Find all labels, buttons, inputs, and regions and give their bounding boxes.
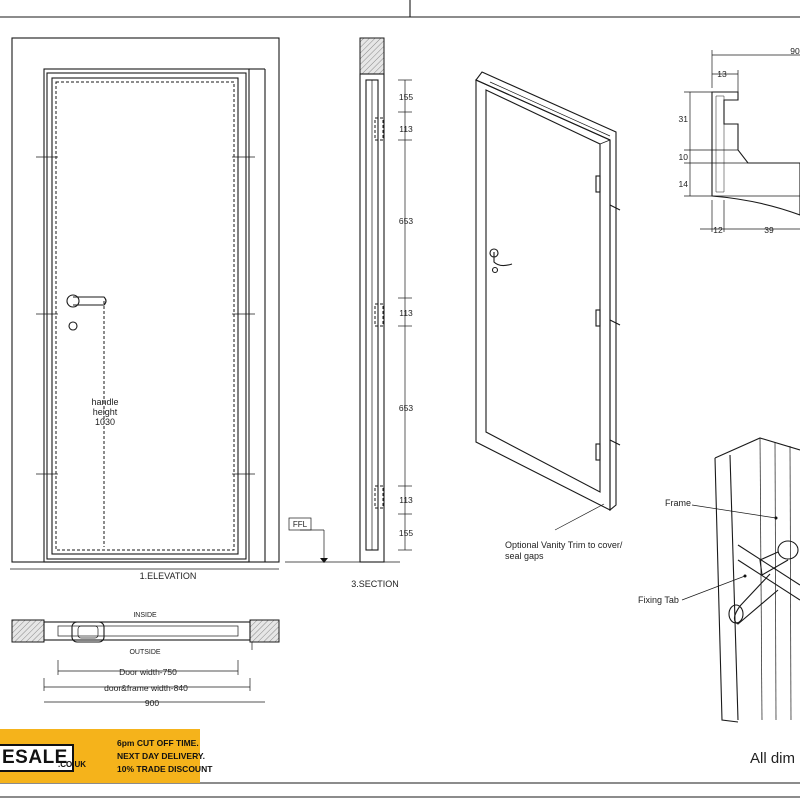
section-dim-2: 113 xyxy=(399,124,413,134)
fixing-tab-label: Fixing Tab xyxy=(638,595,679,605)
profile-dim-14: 14 xyxy=(679,179,689,189)
dimensions-note: All dim xyxy=(750,750,795,767)
ffl-label: FFL xyxy=(293,520,308,529)
profile-dim-12: 12 xyxy=(713,225,723,235)
promo-line-3: 10% TRADE DISCOUNT xyxy=(117,764,213,774)
section-view: 155 113 653 113 653 113 155 FFL 3.SECTIO… xyxy=(285,37,413,589)
frame-width-label: door&frame width-840 xyxy=(104,683,188,693)
elevation-view: handle height 1030 1.ELEVATION xyxy=(10,37,280,581)
profile-dim-10: 10 xyxy=(679,152,689,162)
profile-dim-90: 90 xyxy=(790,46,800,56)
brand-domain: .CO.UK xyxy=(58,760,86,769)
profile-dim-39: 39 xyxy=(764,225,774,235)
overall-width-label: 900 xyxy=(145,698,159,708)
section-dim-6: 113 xyxy=(399,495,413,505)
section-dim-3: 653 xyxy=(399,216,413,226)
profile-dim-13: 13 xyxy=(717,69,727,79)
section-dim-1: 155 xyxy=(399,92,413,102)
handle-height-label-3: 1030 xyxy=(95,417,115,427)
frame-label: Frame xyxy=(665,498,691,508)
frame-profile: 90 13 31 10 14 12 39 xyxy=(679,46,800,235)
section-title: 3.SECTION xyxy=(351,579,399,589)
plan-view: INSIDE OUTSIDE Door width-750 door&frame… xyxy=(11,612,280,708)
promo-line-2: NEXT DAY DELIVERY. xyxy=(117,751,206,761)
section-dim-5: 653 xyxy=(399,403,413,413)
vanity-trim-note-2: seal gaps xyxy=(505,551,544,561)
isometric-door: Optional Vanity Trim to cover/ seal gaps xyxy=(475,71,623,561)
brand-logo-text: ESALE xyxy=(0,744,74,772)
elevation-title: 1.ELEVATION xyxy=(140,571,197,581)
fixing-detail: Frame Fixing Tab xyxy=(638,437,800,723)
door-width-label: Door width-750 xyxy=(119,667,177,677)
promo-line-1: 6pm CUT OFF TIME. xyxy=(117,738,199,748)
plan-inside-label: INSIDE xyxy=(133,612,157,619)
plan-outside-label: OUTSIDE xyxy=(129,649,160,656)
promo-text: 6pm CUT OFF TIME. NEXT DAY DELIVERY. 10%… xyxy=(117,737,212,776)
section-dim-7: 155 xyxy=(399,528,413,538)
handle-height-label-1: handle xyxy=(91,397,118,407)
handle-height-label-2: height xyxy=(93,407,118,417)
section-dim-4: 113 xyxy=(399,308,413,318)
profile-dim-31: 31 xyxy=(679,114,689,124)
vanity-trim-note-1: Optional Vanity Trim to cover/ xyxy=(505,540,623,550)
